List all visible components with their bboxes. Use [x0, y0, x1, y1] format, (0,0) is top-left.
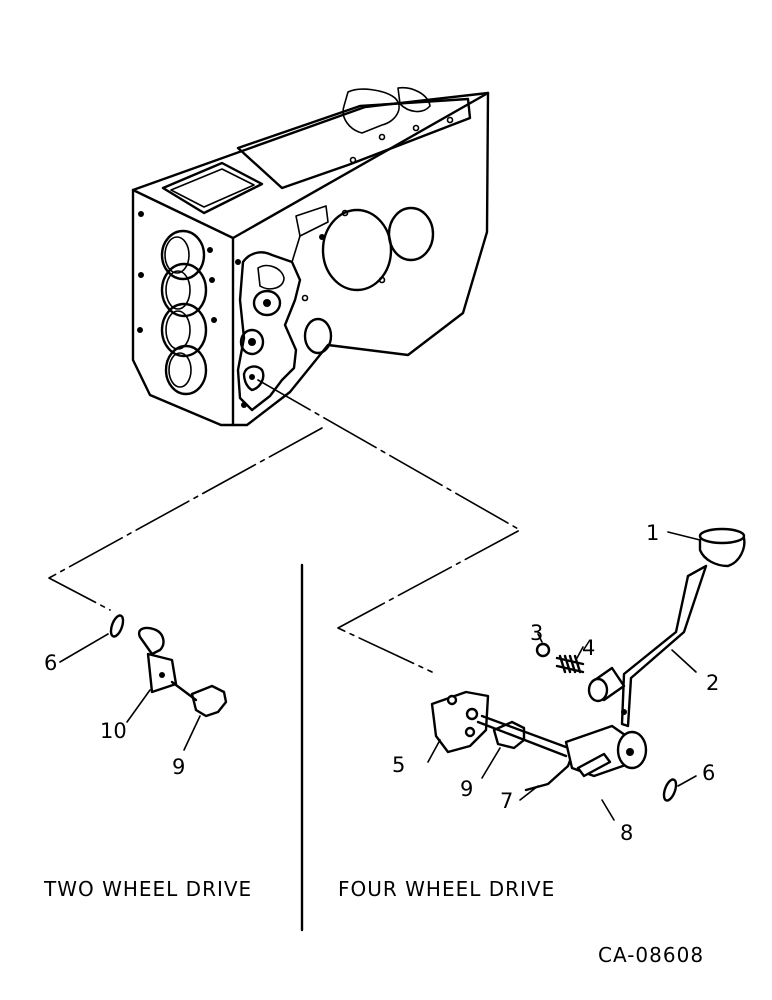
callout-10: 10 — [100, 719, 127, 743]
captions: TWO WHEEL DRIVE FOUR WHEEL DRIVE CA-0860… — [43, 877, 704, 967]
four-wheel-drive-parts — [427, 527, 746, 821]
figure-code: CA-08608 — [598, 943, 704, 967]
callout-6-right: 6 — [702, 761, 715, 785]
callout-6-left: 6 — [44, 651, 57, 675]
callout-2: 2 — [706, 671, 719, 695]
transmission-housing — [131, 86, 490, 427]
callout-8: 8 — [620, 821, 633, 845]
support-bracket — [430, 690, 490, 754]
callout-5: 5 — [392, 753, 405, 777]
o-ring-6-left — [109, 614, 125, 638]
callout-9-left: 9 — [172, 755, 185, 779]
caption-two-wheel-drive: TWO WHEEL DRIVE — [43, 877, 252, 901]
callout-1: 1 — [646, 521, 659, 545]
callout-7: 7 — [500, 789, 513, 813]
caption-four-wheel-drive: FOUR WHEEL DRIVE — [338, 877, 555, 901]
leader-lines — [48, 379, 521, 932]
callouts: 1 2 3 4 5 6 6 7 8 9 9 10 — [44, 521, 719, 845]
callout-9-right: 9 — [460, 777, 473, 801]
two-wheel-drive-parts — [59, 614, 228, 751]
callout-4: 4 — [582, 636, 595, 660]
callout-3: 3 — [530, 621, 543, 645]
